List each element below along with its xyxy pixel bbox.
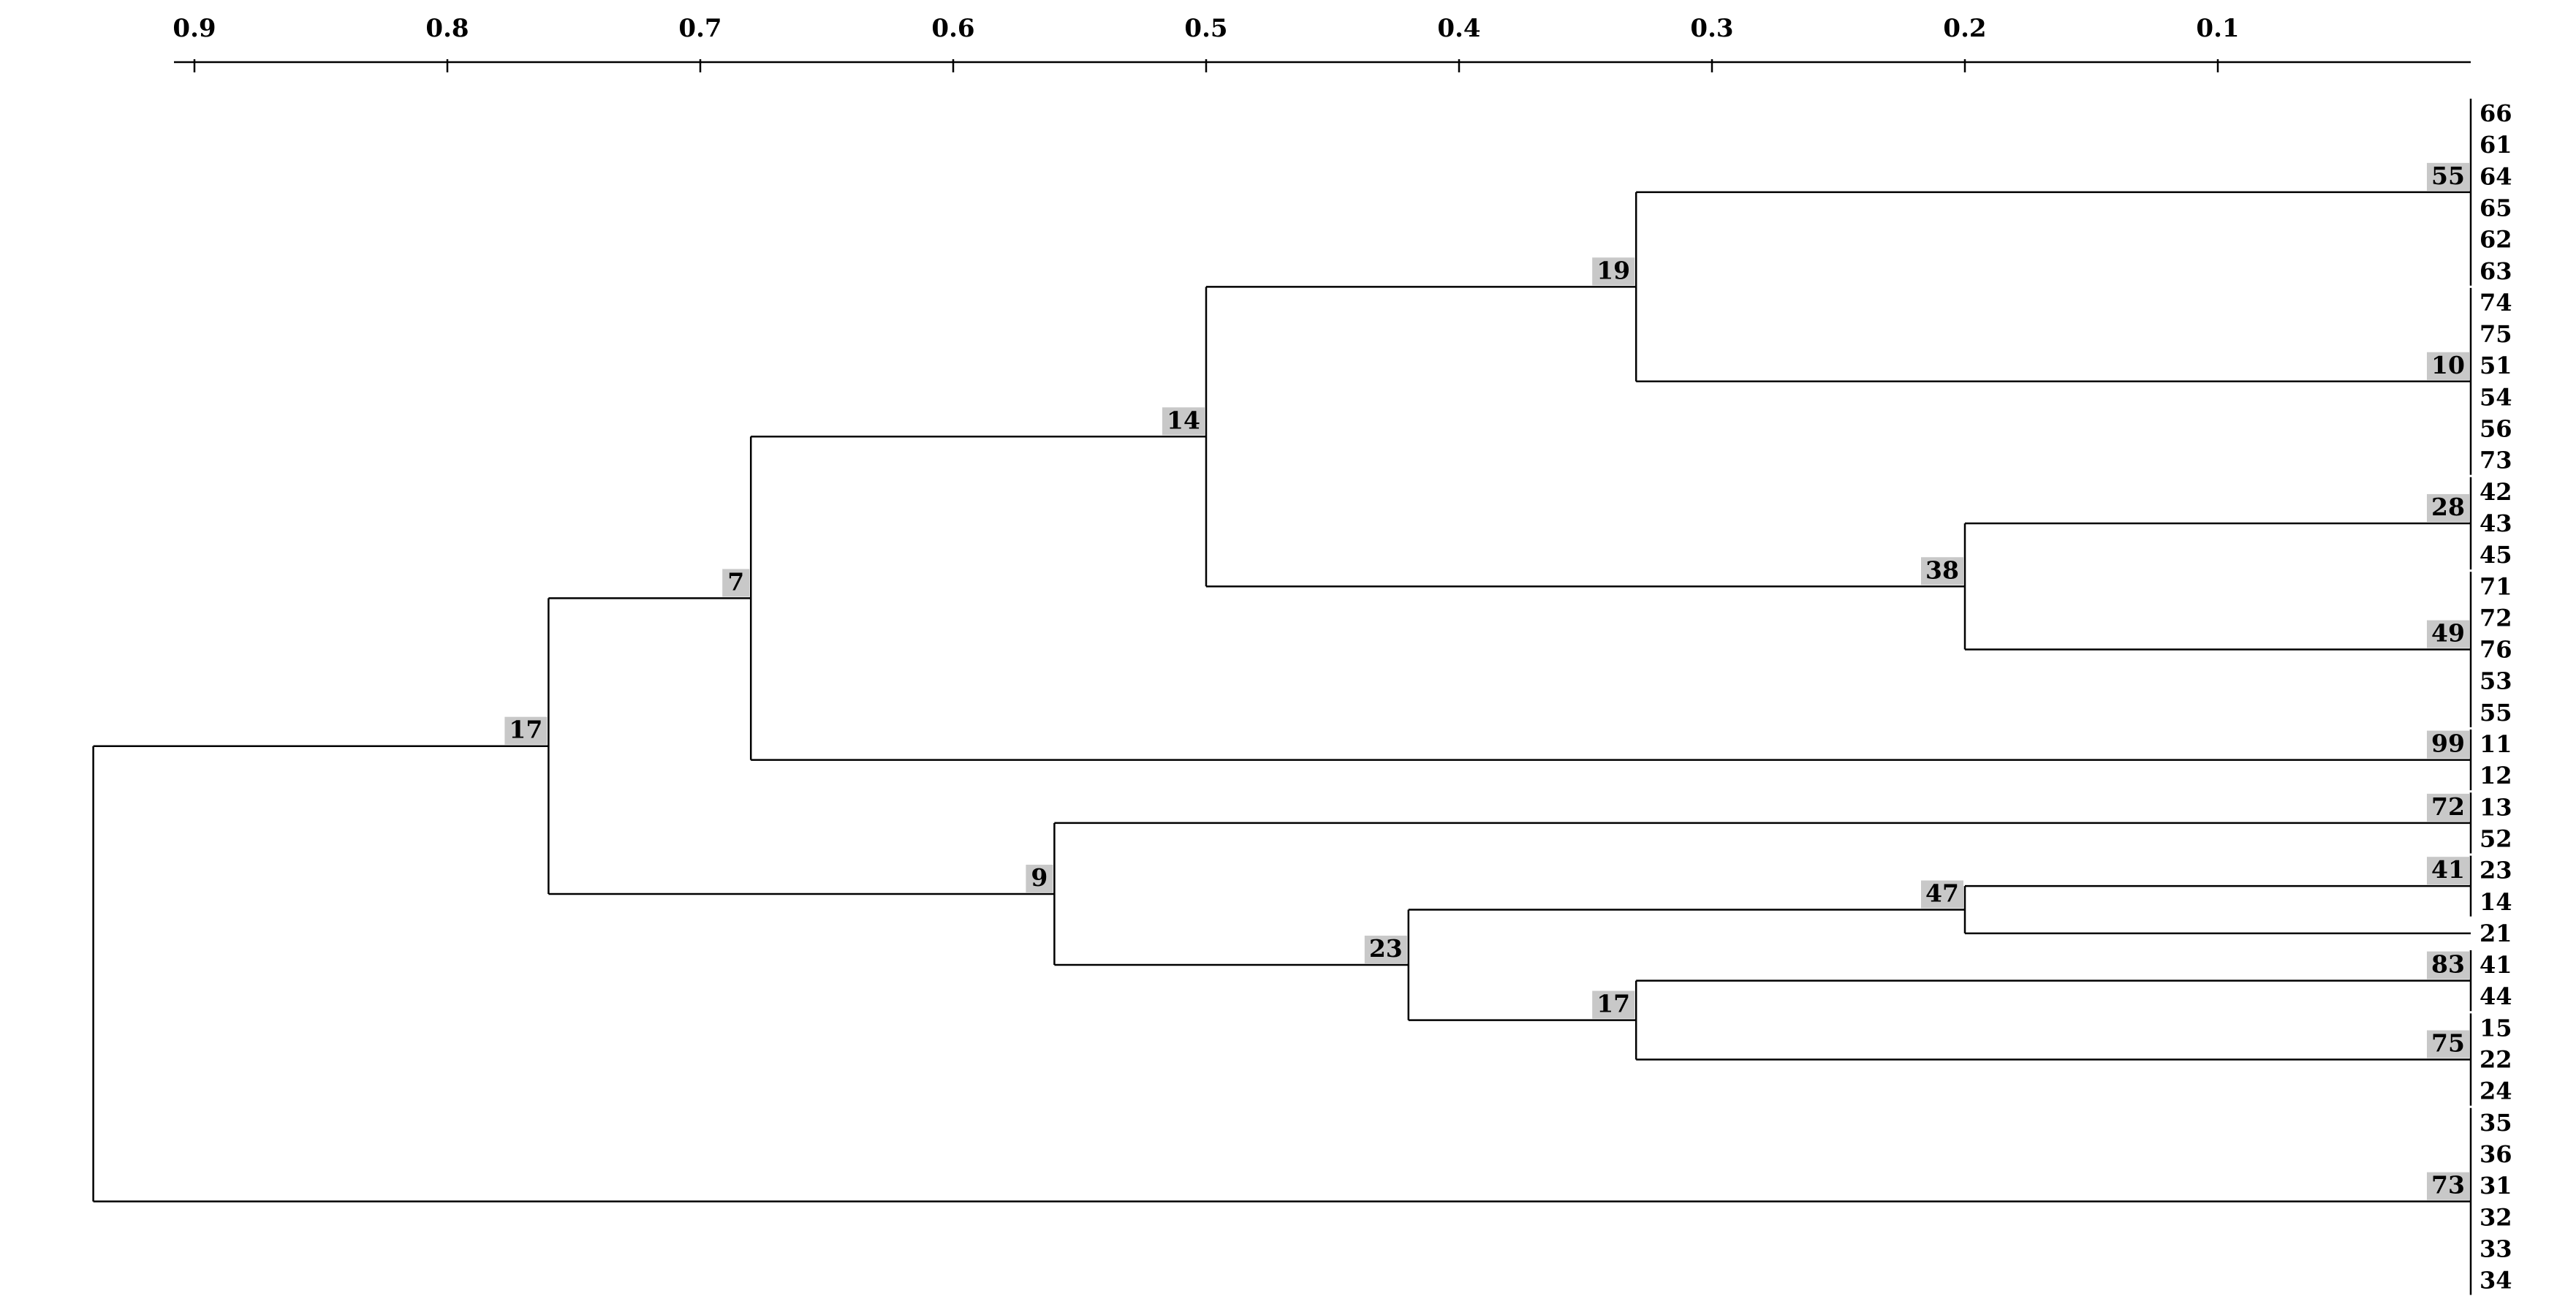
- axis-tick-label: 0.8: [425, 14, 469, 43]
- leaf-label: 66: [2480, 99, 2512, 127]
- node-label-box: [1592, 257, 1635, 286]
- leaf-label: 65: [2480, 194, 2512, 221]
- axis-tick-label: 0.5: [1184, 14, 1227, 43]
- leaf-label: 34: [2480, 1267, 2512, 1295]
- node-label-box: [2427, 620, 2469, 648]
- node-label: 73: [2431, 1171, 2465, 1200]
- node-label-box: [2427, 730, 2469, 759]
- leaf-label: 36: [2480, 1140, 2512, 1168]
- node-label-box: [2427, 1172, 2469, 1200]
- leaf-label: 15: [2480, 1014, 2512, 1042]
- leaf-label: 54: [2480, 383, 2512, 411]
- leaf-label: 76: [2480, 636, 2512, 664]
- node-label-box: [2427, 352, 2469, 380]
- node-label-box: [722, 569, 750, 597]
- node-label-box: [1592, 990, 1635, 1019]
- leaf-label: 73: [2480, 447, 2512, 474]
- leaf-label: 62: [2480, 226, 2512, 254]
- leaf-label: 33: [2480, 1235, 2512, 1262]
- leaf-label: 74: [2480, 289, 2512, 317]
- node-label: 41: [2431, 855, 2465, 884]
- leaf-labels: 66 61 64 65 62 63 74 75 51 54 56 73 42 43 45 71 72 76 53 55…: [2480, 99, 2512, 1295]
- node-label-box: [2427, 493, 2469, 522]
- node-label-box: [1364, 936, 1407, 964]
- node-label: 83: [2431, 950, 2465, 979]
- node-label-box: [2427, 793, 2469, 822]
- distance-axis: 0.9 0.8 0.7 0.6 0.5 0.4 0.3 0.2 0.1: [173, 14, 2471, 72]
- node-label: 72: [2431, 792, 2465, 821]
- leaf-label: 42: [2480, 478, 2512, 506]
- axis-tick-label: 0.2: [1943, 14, 1986, 43]
- axis-tick-label: 0.4: [1437, 14, 1480, 43]
- leaf-label: 14: [2480, 888, 2512, 916]
- node-label: 14: [1167, 406, 1200, 434]
- leaf-label: 51: [2480, 352, 2512, 379]
- leaf-label: 72: [2480, 604, 2512, 632]
- leaf-label: 56: [2480, 415, 2512, 443]
- node-label: 9: [1031, 863, 1048, 892]
- node-label: 19: [1596, 256, 1630, 284]
- axis-tick-label: 0.3: [1690, 14, 1733, 43]
- node-label: 10: [2431, 351, 2465, 379]
- node-label-box: [504, 716, 548, 745]
- leaf-label: 35: [2480, 1109, 2512, 1137]
- axis-tick-label: 0.9: [173, 14, 216, 43]
- node-label-box: [2427, 857, 2469, 885]
- dendrogram-branches: [92, 191, 2471, 1202]
- leaf-label: 31: [2480, 1172, 2512, 1200]
- leaf-label: 44: [2480, 982, 2512, 1010]
- leaf-label: 43: [2480, 509, 2512, 537]
- node-label-box: [1921, 557, 1963, 586]
- leaf-label: 53: [2480, 667, 2512, 695]
- node-label: 49: [2431, 619, 2465, 648]
- node-label-box: [2427, 951, 2469, 979]
- node-labels: 55 10 28 49 99 72 41 83 75 73 19 38 14 7 47 17 23 9 17: [504, 162, 2469, 1200]
- leaf-label: 55: [2480, 699, 2512, 727]
- node-label: 75: [2431, 1029, 2465, 1058]
- leaf-label: 41: [2480, 951, 2512, 979]
- leaf-label: 24: [2480, 1077, 2512, 1105]
- node-label: 28: [2431, 493, 2465, 521]
- node-label: 17: [1596, 990, 1630, 1018]
- leaf-label: 45: [2480, 541, 2512, 569]
- node-label-box: [2427, 1030, 2469, 1058]
- leaf-label: 64: [2480, 162, 2512, 190]
- leaf-label: 13: [2480, 793, 2512, 821]
- leaf-label: 71: [2480, 572, 2512, 600]
- leaf-label: 52: [2480, 825, 2512, 852]
- axis-tick-label: 0.6: [931, 14, 974, 43]
- leaf-label: 11: [2480, 730, 2512, 758]
- node-label: 7: [727, 567, 744, 596]
- leaf-label: 23: [2480, 857, 2512, 884]
- leaf-label: 12: [2480, 762, 2512, 789]
- node-label: 17: [509, 716, 542, 744]
- node-label: 38: [1925, 556, 1959, 584]
- node-label: 23: [1369, 934, 1403, 963]
- leaf-label: 22: [2480, 1046, 2512, 1074]
- node-label-box: [1921, 880, 1963, 909]
- leaf-label: 61: [2480, 131, 2512, 159]
- node-label: 55: [2431, 162, 2465, 190]
- node-label: 99: [2431, 730, 2465, 758]
- leaf-label: 75: [2480, 320, 2512, 348]
- leaf-label: 21: [2480, 920, 2512, 947]
- node-label-box: [2427, 162, 2469, 191]
- axis-tick-label: 0.1: [2196, 14, 2239, 43]
- node-label-box: [1162, 407, 1205, 436]
- leaf-label: 32: [2480, 1203, 2512, 1231]
- node-label: 47: [1925, 879, 1959, 908]
- node-label-box: [1026, 864, 1053, 893]
- axis-tick-label: 0.7: [678, 14, 721, 43]
- leaf-label: 63: [2480, 257, 2512, 285]
